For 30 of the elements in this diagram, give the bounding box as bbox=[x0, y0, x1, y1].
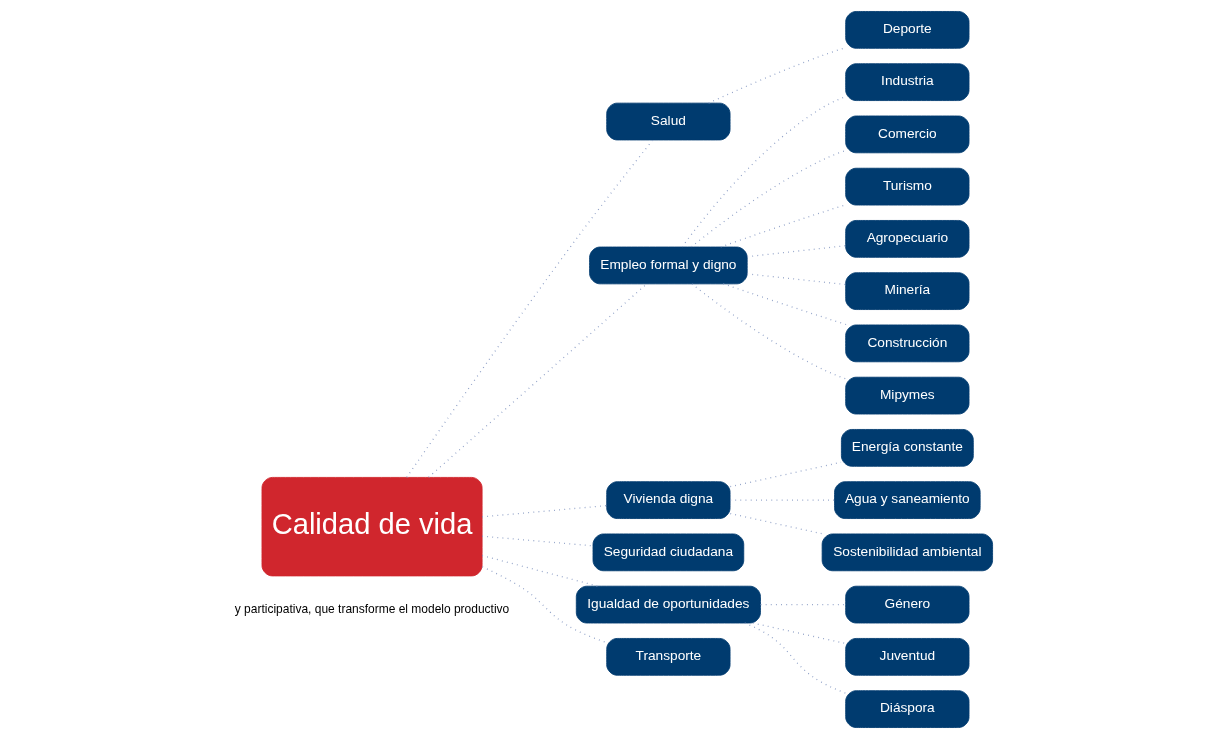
node-box: Comercio bbox=[845, 115, 970, 154]
connector bbox=[681, 95, 847, 248]
node-box: Minería bbox=[845, 272, 970, 310]
node-box: Construcción bbox=[845, 324, 970, 363]
connector bbox=[690, 149, 847, 248]
node-box: Diáspora bbox=[845, 690, 970, 728]
node-box: Salud bbox=[606, 102, 731, 141]
node-box: Transporte bbox=[606, 638, 731, 676]
connector bbox=[428, 283, 648, 478]
node-box: Sostenibilidad ambiental bbox=[821, 533, 993, 572]
label: y participativa, que transforme el modelo productivo bbox=[234, 601, 510, 616]
connector bbox=[481, 566, 608, 644]
node-box: Calidad de vida bbox=[261, 477, 483, 577]
node-box: Energía constante bbox=[840, 429, 974, 467]
node-box: Mipymes bbox=[845, 376, 970, 415]
node-box: Juventud bbox=[845, 638, 970, 676]
connector bbox=[746, 273, 846, 286]
node-box: Agua y saneamiento bbox=[834, 481, 981, 519]
connector bbox=[691, 283, 847, 380]
node-box: Seguridad ciudadana bbox=[592, 533, 745, 572]
connector bbox=[481, 535, 594, 547]
node-box: Empleo formal y digno bbox=[589, 246, 748, 285]
node-box: Deporte bbox=[845, 11, 970, 49]
node-box: Agropecuario bbox=[845, 220, 970, 258]
node-box: Industria bbox=[845, 63, 970, 101]
node-box: Igualdad de oportunidades bbox=[575, 585, 761, 624]
node-box: Género bbox=[845, 585, 970, 624]
node-box: Turismo bbox=[845, 167, 970, 206]
node-box: Vivienda digna bbox=[606, 481, 731, 519]
connector bbox=[746, 245, 846, 258]
